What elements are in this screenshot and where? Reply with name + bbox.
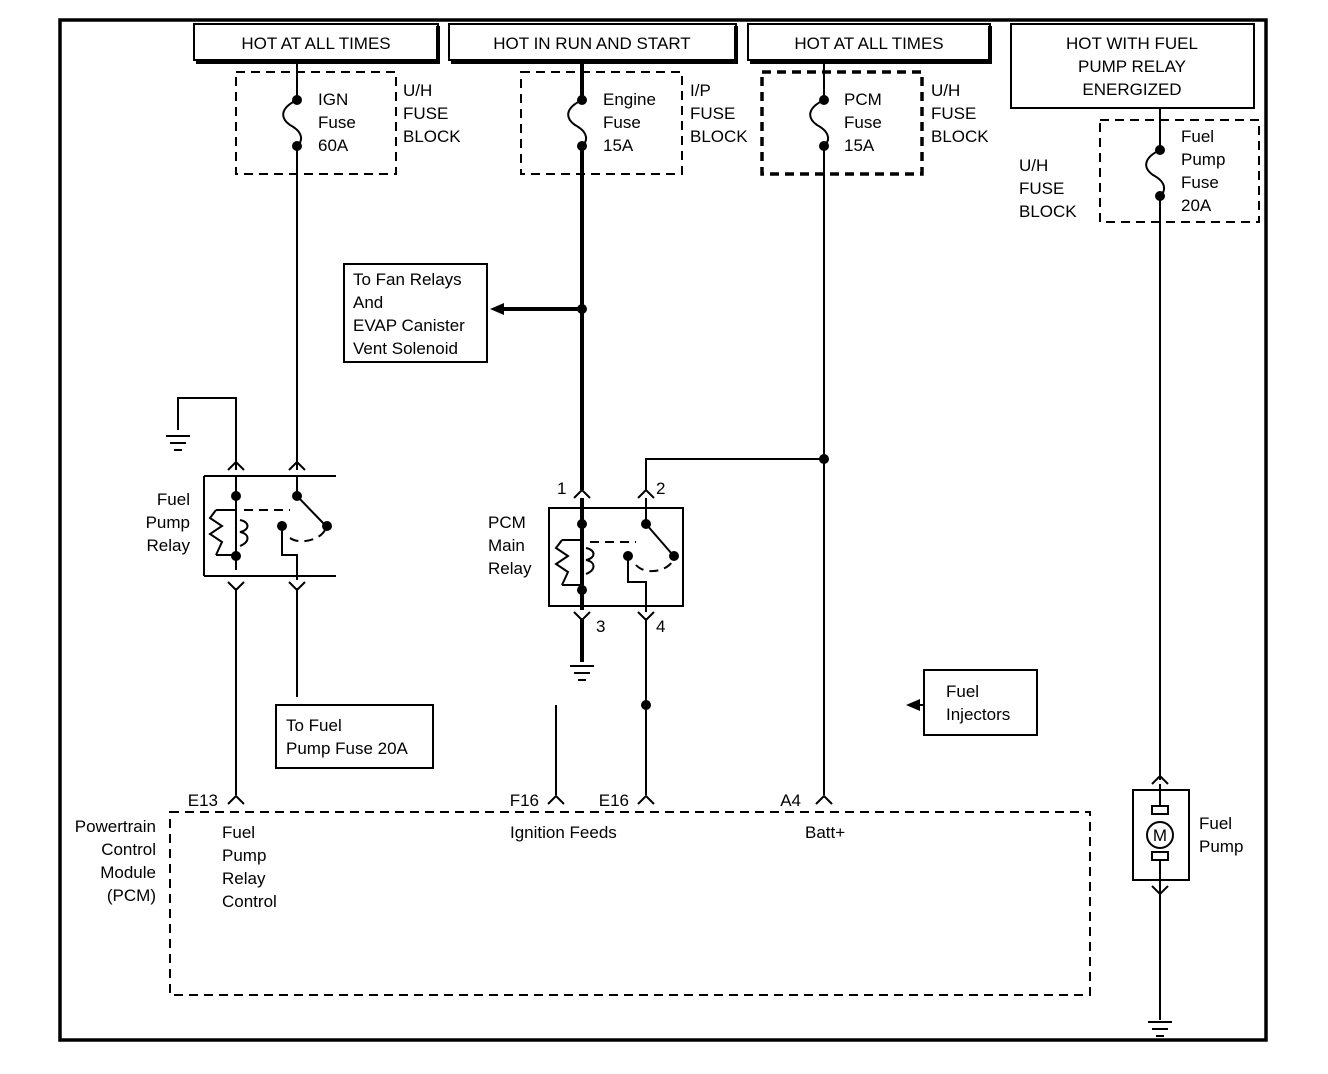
svg-text:Pump Fuse 20A: Pump Fuse 20A: [286, 739, 409, 758]
svg-text:And: And: [353, 293, 383, 312]
svg-text:Pump: Pump: [1181, 150, 1225, 169]
fuel-pump-relay: Fuel Pump Relay: [146, 460, 336, 592]
ground-icon: [570, 665, 594, 681]
svg-text:Fuse: Fuse: [844, 113, 882, 132]
svg-text:Ignition Feeds: Ignition Feeds: [510, 823, 617, 842]
svg-text:Pump: Pump: [146, 513, 190, 532]
svg-text:BLOCK: BLOCK: [1019, 202, 1077, 221]
svg-text:20A: 20A: [1181, 196, 1212, 215]
svg-text:Vent Solenoid: Vent Solenoid: [353, 339, 458, 358]
svg-text:HOT AT ALL TIMES: HOT AT ALL TIMES: [241, 34, 390, 53]
fuel-injectors-box: Fuel Injectors: [906, 669, 1038, 736]
svg-text:FUSE: FUSE: [690, 104, 735, 123]
svg-text:BLOCK: BLOCK: [690, 127, 748, 146]
svg-text:Fuse: Fuse: [318, 113, 356, 132]
svg-text:Control: Control: [101, 840, 156, 859]
svg-text:HOT AT ALL TIMES: HOT AT ALL TIMES: [794, 34, 943, 53]
svg-text:Fuel: Fuel: [946, 682, 979, 701]
svg-text:Fuel: Fuel: [1199, 814, 1232, 833]
svg-text:M: M: [1153, 826, 1167, 845]
ign-fuse: IGN Fuse 60A U/H FUSE BLOCK: [235, 71, 461, 175]
svg-text:PCM: PCM: [488, 513, 526, 532]
ground-icon: [166, 435, 190, 451]
svg-text:(PCM): (PCM): [107, 886, 156, 905]
pcm-module: E13 F16 E16 A4 Powertrain Control Module…: [75, 791, 1091, 996]
svg-text:Relay: Relay: [222, 869, 266, 888]
header-fuel-pump: HOT WITH FUEL PUMP RELAY ENERGIZED: [1010, 23, 1255, 109]
wires: [177, 60, 1161, 1020]
diagram-frame: [58, 18, 1268, 1042]
svg-text:Fuel: Fuel: [222, 823, 255, 842]
svg-text:Batt+: Batt+: [805, 823, 845, 842]
svg-text:4: 4: [656, 617, 665, 636]
svg-text:Fuse: Fuse: [603, 113, 641, 132]
header-run-start: HOT IN RUN AND START: [448, 23, 738, 64]
svg-text:A4: A4: [780, 791, 801, 810]
svg-text:60A: 60A: [318, 136, 349, 155]
svg-text:PUMP RELAY: PUMP RELAY: [1078, 57, 1186, 76]
svg-text:Engine: Engine: [603, 90, 656, 109]
svg-text:HOT WITH FUEL: HOT WITH FUEL: [1066, 34, 1198, 53]
svg-text:Main: Main: [488, 536, 525, 555]
fuel-pump-fuse: Fuel Pump Fuse 20A U/H FUSE BLOCK: [1019, 119, 1260, 223]
svg-text:E16: E16: [599, 791, 629, 810]
fan-relays-box: To Fan Relays And EVAP Canister Vent Sol…: [343, 263, 488, 363]
svg-text:Powertrain: Powertrain: [75, 817, 156, 836]
ground-icon: [1148, 1021, 1172, 1037]
svg-text:Fuel: Fuel: [157, 490, 190, 509]
svg-text:EVAP Canister: EVAP Canister: [353, 316, 465, 335]
svg-text:ENERGIZED: ENERGIZED: [1082, 80, 1181, 99]
svg-text:15A: 15A: [844, 136, 875, 155]
svg-text:15A: 15A: [603, 136, 634, 155]
svg-text:F16: F16: [510, 791, 539, 810]
pcm-main-relay: 1 2 3 4 PCM Main Relay: [488, 479, 684, 636]
svg-text:3: 3: [596, 617, 605, 636]
svg-text:HOT IN RUN AND START: HOT IN RUN AND START: [493, 34, 690, 53]
svg-text:FUSE: FUSE: [931, 104, 976, 123]
svg-text:To Fan Relays: To Fan Relays: [353, 270, 462, 289]
svg-text:Injectors: Injectors: [946, 705, 1010, 724]
pcm-fuse: PCM Fuse 15A U/H FUSE BLOCK: [760, 70, 989, 176]
svg-text:U/H: U/H: [403, 81, 432, 100]
svg-text:Pump: Pump: [1199, 837, 1243, 856]
svg-text:U/H: U/H: [1019, 156, 1048, 175]
svg-text:Fuse: Fuse: [1181, 173, 1219, 192]
svg-text:Relay: Relay: [488, 559, 532, 578]
svg-text:Pump: Pump: [222, 846, 266, 865]
svg-text:E13: E13: [188, 791, 218, 810]
to-fuel-pump-fuse-box: To Fuel Pump Fuse 20A: [275, 704, 434, 769]
svg-text:Module: Module: [100, 863, 156, 882]
motor-icon: [1146, 821, 1174, 849]
svg-text:FUSE: FUSE: [1019, 179, 1064, 198]
svg-text:Relay: Relay: [147, 536, 191, 555]
svg-text:BLOCK: BLOCK: [931, 127, 989, 146]
header-ign: HOT AT ALL TIMES: [193, 23, 440, 64]
engine-fuse: Engine Fuse 15A I/P FUSE BLOCK: [520, 71, 748, 175]
svg-text:I/P: I/P: [690, 81, 711, 100]
svg-text:2: 2: [656, 479, 665, 498]
svg-text:U/H: U/H: [931, 81, 960, 100]
svg-text:PCM: PCM: [844, 90, 882, 109]
header-pcm: HOT AT ALL TIMES: [747, 23, 992, 64]
svg-text:1: 1: [557, 479, 566, 498]
svg-text:IGN: IGN: [318, 90, 348, 109]
svg-text:FUSE: FUSE: [403, 104, 448, 123]
svg-text:Fuel: Fuel: [1181, 127, 1214, 146]
svg-text:To Fuel: To Fuel: [286, 716, 342, 735]
fuel-pump-motor: M Fuel Pump: [1132, 774, 1243, 896]
svg-text:Control: Control: [222, 892, 277, 911]
svg-text:BLOCK: BLOCK: [403, 127, 461, 146]
